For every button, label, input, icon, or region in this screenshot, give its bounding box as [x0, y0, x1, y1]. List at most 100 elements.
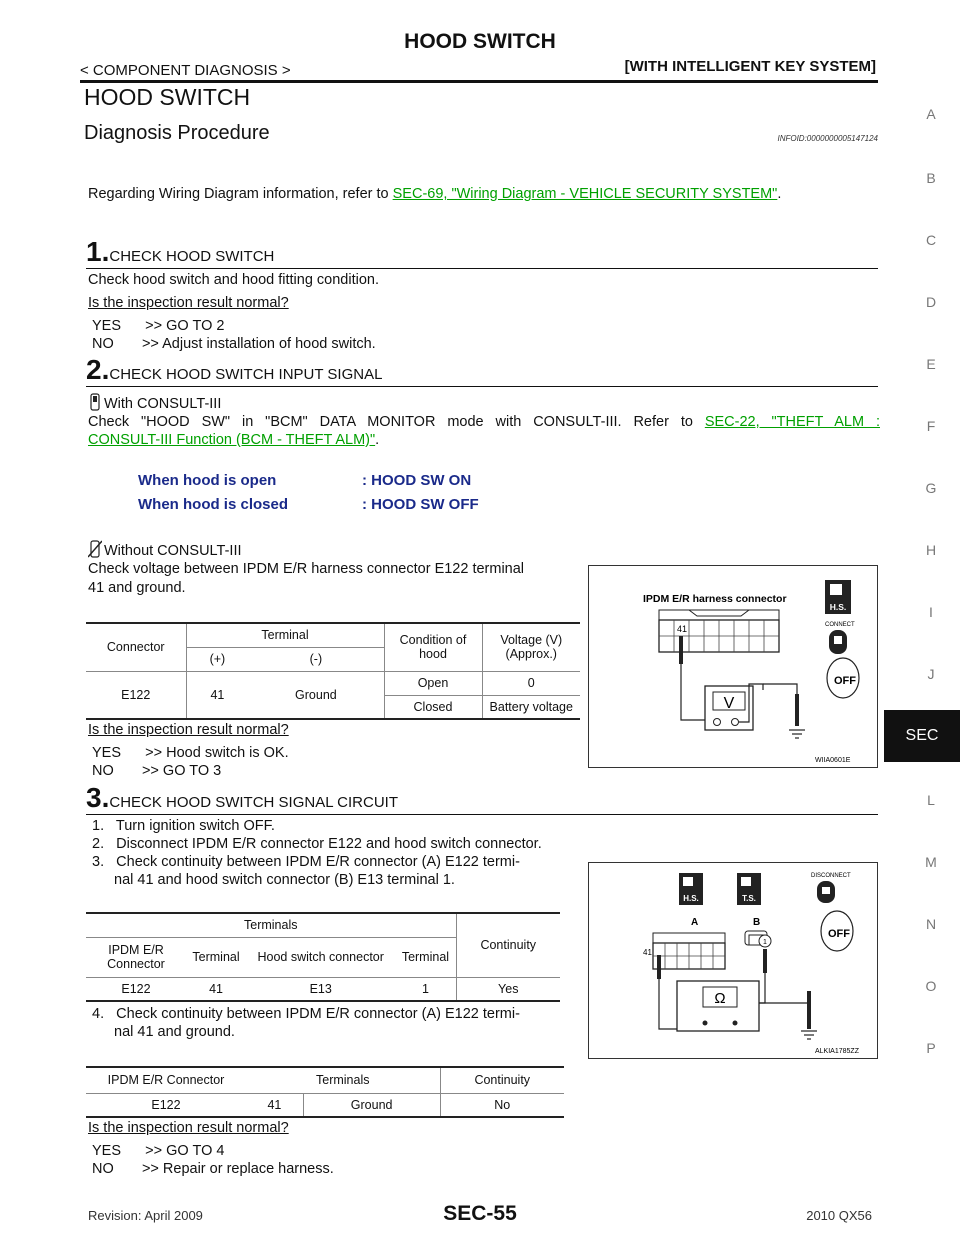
step1-rule: [86, 268, 878, 269]
step3-title: CHECK HOOD SWITCH SIGNAL CIRCUIT: [109, 794, 398, 811]
t2-cell-ipdm: E122: [86, 1092, 246, 1117]
side-index-b[interactable]: B: [926, 170, 936, 186]
cell-minus: Ground: [248, 670, 384, 719]
side-index-a[interactable]: A: [926, 106, 936, 122]
side-index-d[interactable]: D: [925, 294, 937, 310]
figure-continuity: H.S. T.S. DISCONNECT OFF A B 41 1 Ω: [588, 862, 878, 1059]
t2-th-terminals: Terminals: [316, 1073, 370, 1088]
step2-yes: YES >> Hood switch is OK.: [92, 745, 289, 761]
theft-alm-link-part1[interactable]: SEC-22, "THEFT ALM :: [704, 414, 880, 430]
t1-cell-continuity: Yes: [455, 976, 560, 1001]
side-index-n[interactable]: N: [925, 916, 937, 932]
step2-check-suffix: .: [375, 432, 380, 448]
side-index-i[interactable]: I: [929, 604, 933, 620]
subsection-title: Diagnosis Procedure: [84, 122, 270, 144]
th-connector: Connector: [106, 640, 165, 655]
header-breadcrumb: < COMPONENT DIAGNOSIS >: [80, 62, 291, 79]
step3-item3-line2: nal 41 and hood switch connector (B) E13…: [114, 872, 455, 888]
t2-th-continuity: Continuity: [439, 1067, 564, 1093]
t2-cell-continuity: No: [439, 1092, 564, 1117]
step3-item4-line1: 4. Check continuity between IPDM E/R con…: [92, 1006, 520, 1022]
header-divider: [80, 80, 878, 83]
step3-rule: [86, 814, 878, 815]
fig1-connect-label: CONNECT: [825, 622, 855, 628]
step2-question: Is the inspection result normal?: [88, 722, 289, 738]
step1-heading: 1.CHECK HOOD SWITCH: [86, 236, 274, 268]
t1-th-terminals: Terminals: [244, 918, 298, 933]
side-index-m[interactable]: M: [925, 854, 937, 870]
side-index-h[interactable]: H: [925, 542, 937, 558]
step3-no: NO >> Repair or replace harness.: [92, 1161, 334, 1177]
step2-check2-line1: Check voltage between IPDM E/R harness c…: [88, 561, 525, 577]
wiring-diagram-link[interactable]: SEC-69, "Wiring Diagram - VEHICLE SECURI…: [392, 186, 778, 202]
step2-check-line1: Check "HOOD SW" in "BCM" DATA MONITOR mo…: [88, 414, 880, 430]
th-minus: (-): [248, 646, 384, 671]
fig1-badge: H.S.: [830, 602, 847, 612]
fig1-code: WIIA0601E: [815, 757, 851, 764]
step1-question: Is the inspection result normal?: [88, 295, 289, 311]
cond-open-value: : HOOD SW ON: [362, 472, 472, 489]
t2-cell-terminal: 41: [246, 1092, 304, 1117]
side-index-o[interactable]: O: [925, 978, 937, 994]
th-voltage: Voltage (V) (Approx.): [481, 623, 580, 671]
th-terminal: Terminal: [185, 623, 384, 647]
consult-tool-icon: [88, 393, 102, 411]
fig1-off-label: OFF: [834, 675, 856, 687]
fig2-code: ALKIA1785ZZ: [815, 1048, 860, 1055]
step1-title: CHECK HOOD SWITCH: [109, 248, 275, 265]
step3-item3-line1: 3. Check continuity between IPDM E/R con…: [92, 854, 520, 870]
t1-cell-hood: E13: [246, 976, 396, 1001]
step2-title: CHECK HOOD SWITCH INPUT SIGNAL: [109, 366, 383, 383]
step2-check-prefix: Check "HOOD SW" in "BCM" DATA MONITOR mo…: [88, 414, 705, 430]
t1-th-ipdm: IPDM E/R Connector: [86, 936, 186, 977]
header-system: [WITH INTELLIGENT KEY SYSTEM]: [624, 58, 876, 75]
step3-number: 3.: [86, 782, 110, 813]
step3-heading: 3.CHECK HOOD SWITCH SIGNAL CIRCUIT: [86, 782, 398, 814]
step2-no: NO >> GO TO 3: [92, 763, 222, 779]
fig2-meter-symbol: Ω: [714, 990, 725, 1007]
side-index-sec-active[interactable]: SEC: [884, 710, 960, 762]
step2-check2-line2: 41 and ground.: [88, 580, 186, 596]
step2-number: 2.: [86, 354, 110, 385]
step2-rule: [86, 386, 878, 387]
side-index-l[interactable]: L: [927, 792, 935, 808]
t1-th-terminal-a: Terminal: [186, 936, 247, 977]
side-index-e[interactable]: E: [926, 356, 936, 372]
t1-cell-terminal-a: 41: [186, 976, 247, 1001]
cell-voltage-closed: Battery voltage: [481, 694, 580, 719]
continuity-table-2: IPDM E/R Connector Terminals Continuity …: [86, 1066, 564, 1118]
step3-yes: YES >> GO TO 4: [92, 1143, 225, 1159]
step3-item1: 1. Turn ignition switch OFF.: [92, 818, 275, 834]
cell-condition-open: Open: [383, 670, 482, 695]
fig1-pin: 41: [677, 624, 687, 634]
side-index-j[interactable]: J: [927, 666, 935, 682]
fig2-off-label: OFF: [828, 928, 850, 940]
intro-prefix: Regarding Wiring Diagram information, re…: [88, 186, 393, 202]
fig2-label-b: B: [753, 917, 760, 928]
th-condition: Condition of hood: [383, 623, 482, 671]
fig2-pin-a: 41: [643, 948, 652, 957]
cell-voltage-open: 0: [481, 670, 580, 695]
without-consult-line: Without CONSULT-III: [87, 540, 242, 559]
side-index-f[interactable]: F: [926, 418, 936, 434]
side-index-p[interactable]: P: [926, 1040, 936, 1056]
side-index-g[interactable]: G: [925, 480, 937, 496]
t2-th-ipdm: IPDM E/R Connector: [107, 1073, 225, 1088]
step1-number: 1.: [86, 236, 110, 267]
with-consult-label: With CONSULT-III: [104, 396, 222, 412]
step1-text: Check hood switch and hood fitting condi…: [88, 272, 379, 288]
t1-cell-ipdm: E122: [86, 976, 186, 1001]
t1-th-continuity: Continuity: [455, 913, 560, 977]
theft-alm-link-part2[interactable]: CONSULT-III Function (BCM - THEFT ALM)": [88, 432, 376, 448]
fig2-pin-b: 1: [763, 939, 767, 946]
cell-connector: E122: [86, 670, 186, 719]
cond-open-label: When hood is open: [138, 472, 277, 489]
step3-question: Is the inspection result normal?: [88, 1120, 289, 1136]
fig1-meter-symbol: V: [724, 695, 735, 712]
no-consult-icon: [87, 540, 103, 558]
continuity-table-1: Terminals Continuity IPDM E/R Connector …: [86, 912, 560, 1002]
cell-plus: 41: [185, 670, 249, 719]
side-index-c[interactable]: C: [925, 232, 937, 248]
fig2-badge-ts: T.S.: [742, 894, 756, 903]
step3-item2: 2. Disconnect IPDM E/R connector E122 an…: [92, 836, 542, 852]
